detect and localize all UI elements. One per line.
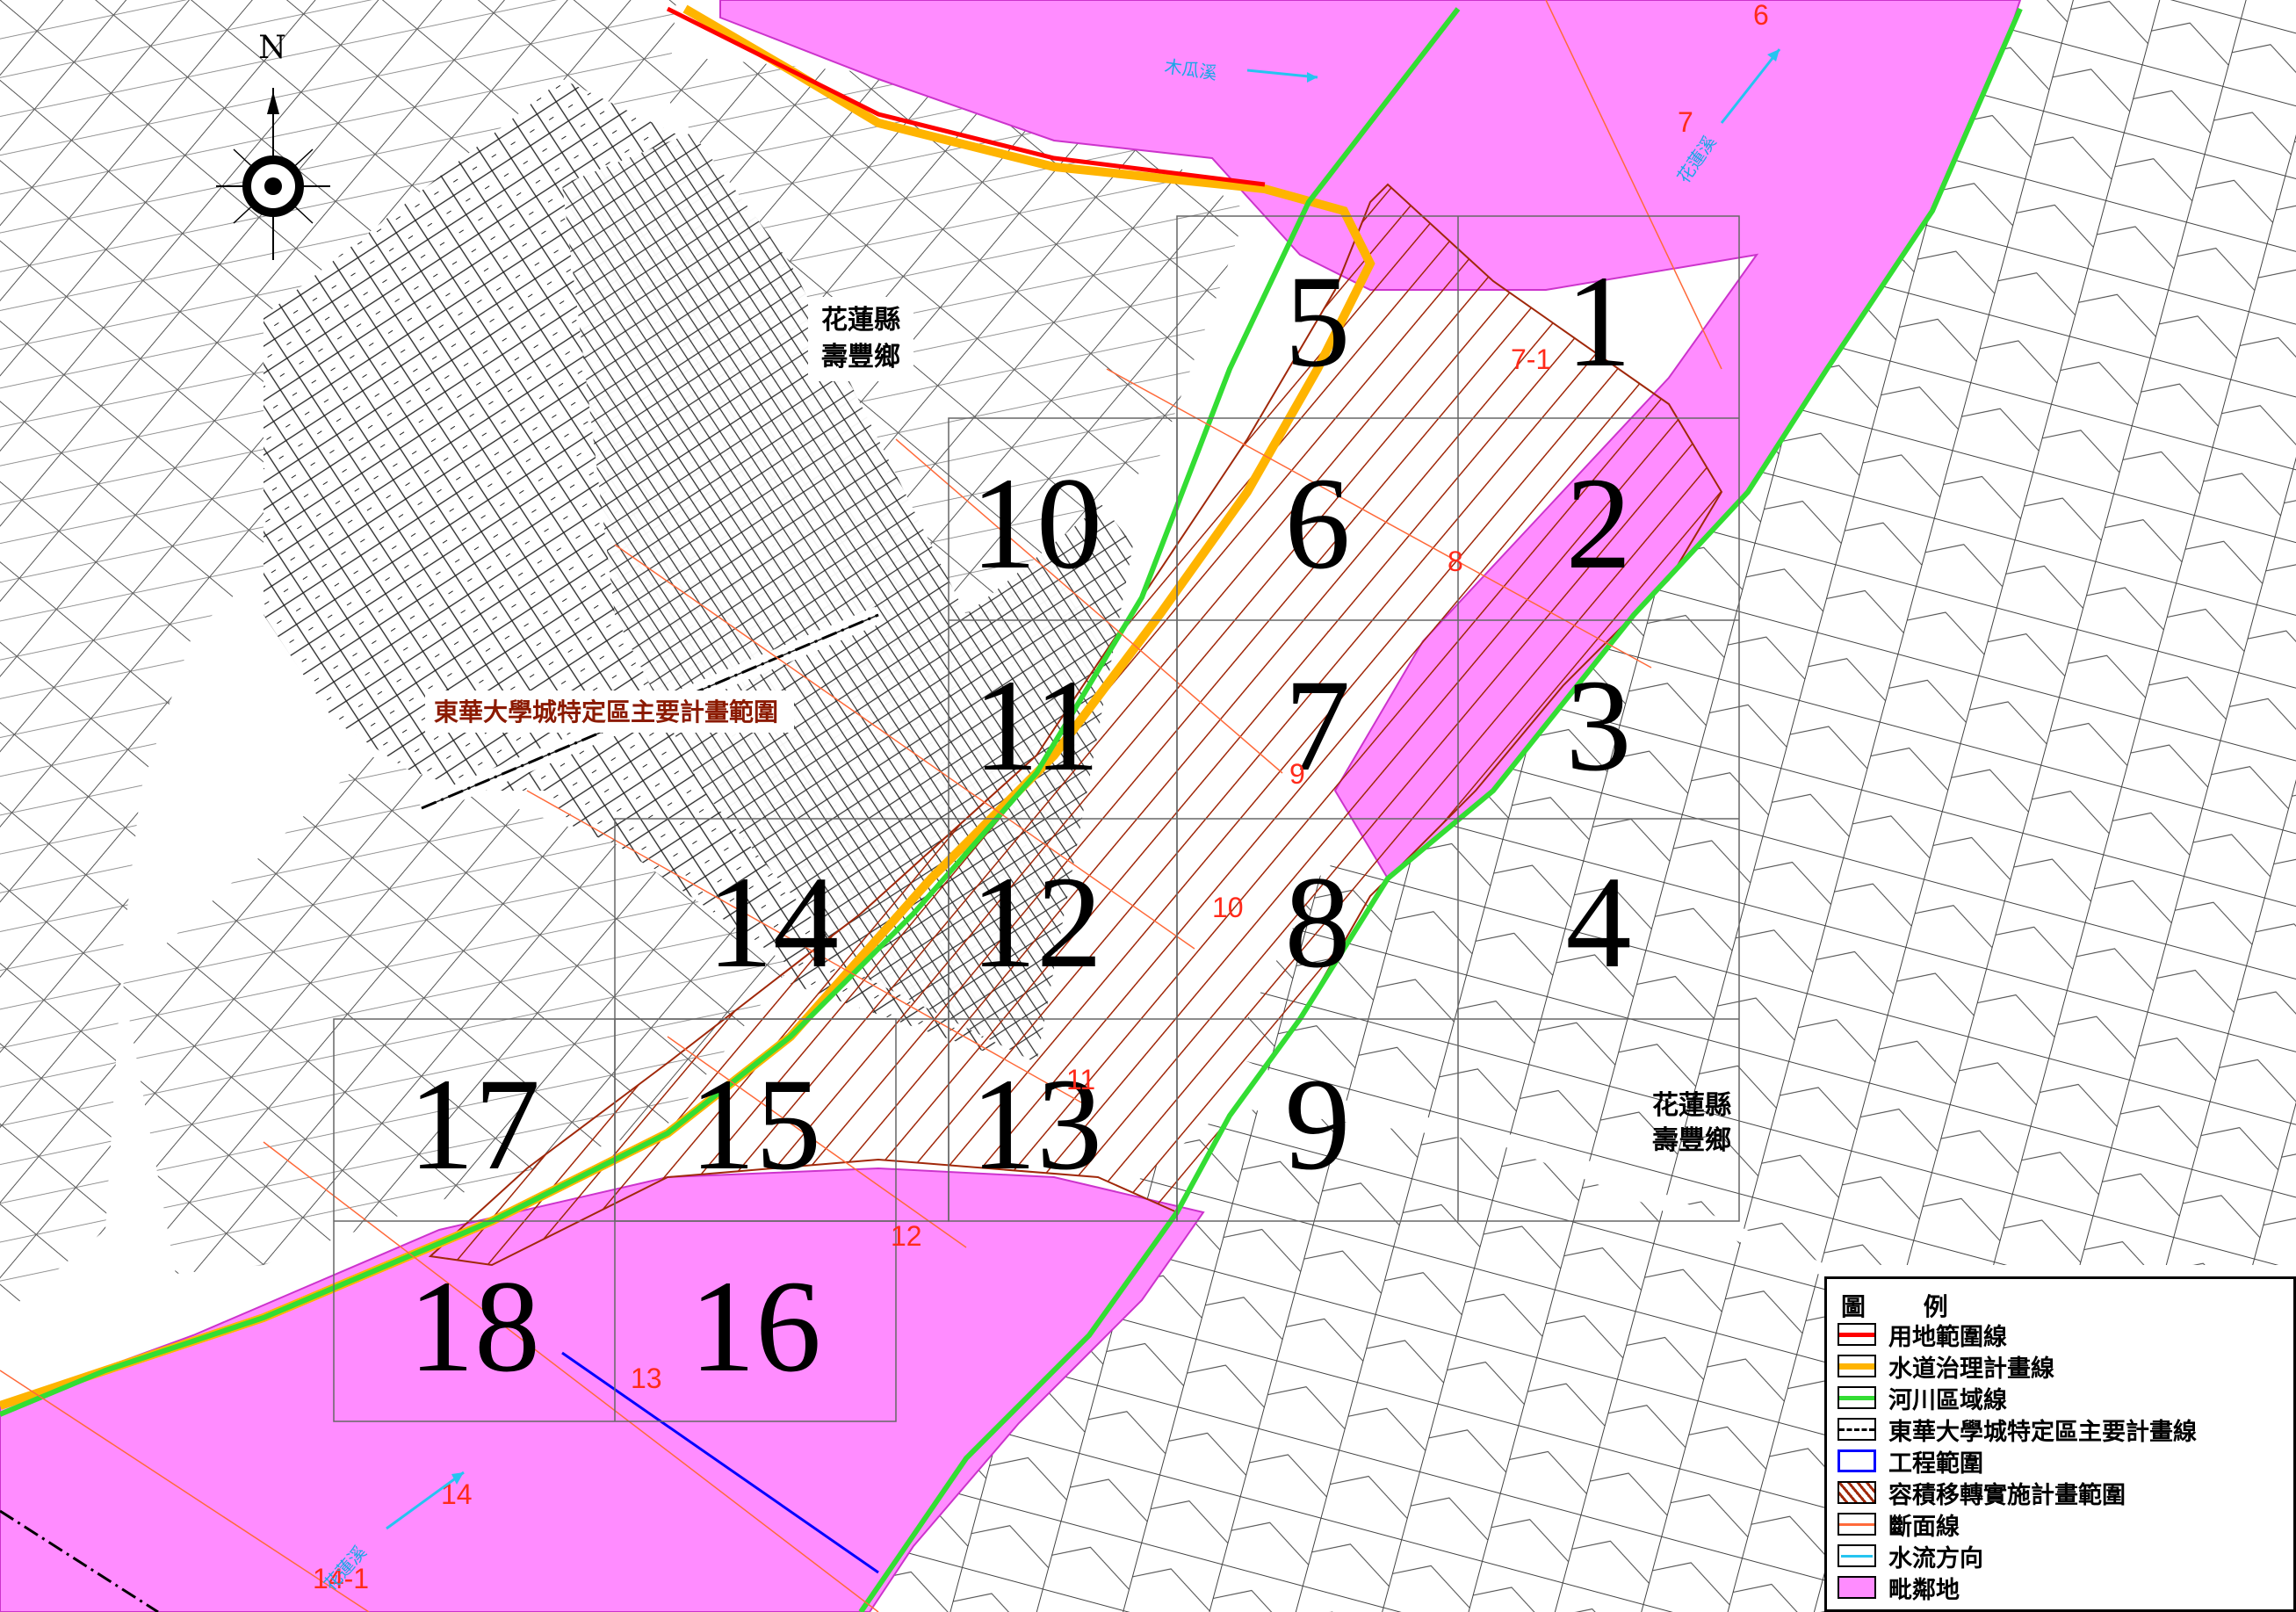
river-area-line [0, 7, 1461, 1417]
township-label-upper: 花蓮縣 壽豐鄉 [808, 297, 913, 381]
legend-label: 容積移轉實施計畫範圍 [1888, 1481, 2126, 1509]
sheet-grid [333, 215, 1740, 1422]
sheet-number: 4 [1566, 849, 1632, 995]
legend-item-section-line: 斷面線 [1838, 1509, 1960, 1541]
legend-label: 斷面線 [1888, 1513, 1960, 1541]
plan-area-text: 東華大學城特定區主要計畫範圍 [434, 698, 778, 726]
north-arrow: N [216, 30, 330, 260]
sheet-number: 11 [973, 653, 1100, 799]
north-letter: N [258, 30, 286, 66]
adjacent-land-south [0, 1167, 1205, 1612]
legend-item-tdr-area: 容積移轉實施計畫範圍 [1838, 1478, 2126, 1509]
sheet-number: 8 [1285, 849, 1351, 995]
legend-title: 圖 例 [1841, 1292, 1973, 1321]
land-boundary-line [666, 6, 1266, 187]
sheet-number: 5 [1285, 249, 1351, 394]
township-name-text: 壽豐鄉 [1652, 1125, 1731, 1156]
section-label: 11 [1066, 1064, 1095, 1095]
township-county-text: 花蓮縣 [821, 305, 900, 336]
township-name-text: 壽豐鄉 [821, 342, 900, 372]
river-area-line-east [858, 7, 2023, 1612]
sheet-number: 7 [1285, 653, 1351, 799]
sheet-number: 13 [971, 1052, 1102, 1197]
township-label-lower: 花蓮縣 壽豐鄉 [1652, 1090, 1731, 1156]
map-legend: 圖 例 用地範圍線 水道治理計畫線 河川區域線 東華大學城特定區主要計畫線 工程… [1824, 1276, 2296, 1612]
section-label: 10 [1212, 892, 1244, 923]
legend-item-adjacent-land: 毗鄰地 [1838, 1572, 1960, 1604]
section-label: 6 [1753, 0, 1769, 31]
section-line-swatch-icon [1838, 1513, 1876, 1536]
flow-arrow-swatch-icon [1838, 1544, 1876, 1567]
sheet-number: 18 [408, 1254, 540, 1399]
flow-arrow-icon [386, 1471, 465, 1530]
orange-line-swatch-icon [1838, 1355, 1876, 1377]
legend-label: 河川區域線 [1888, 1386, 2007, 1414]
legend-label: 毗鄰地 [1888, 1576, 1960, 1604]
pink-fill-swatch-icon [1838, 1576, 1876, 1599]
sheet-number: 6 [1285, 451, 1351, 596]
legend-item-flow-direction: 水流方向 [1838, 1541, 1983, 1572]
sheet-number: 15 [690, 1052, 821, 1197]
section-label: 7-1 [1511, 343, 1551, 375]
legend-label: 用地範圍線 [1888, 1323, 2007, 1351]
plan-area-label: 東華大學城特定區主要計畫範圍 [425, 690, 794, 733]
section-label: 12 [891, 1220, 922, 1252]
red-line-swatch-icon [1838, 1323, 1876, 1346]
plan-boundary-line [0, 613, 879, 1612]
legend-label: 水道治理計畫線 [1888, 1355, 2054, 1383]
section-label: 9 [1289, 758, 1305, 790]
sheet-number: 16 [690, 1254, 821, 1399]
blue-box-swatch-icon [1838, 1449, 1876, 1472]
green-line-swatch-icon [1838, 1386, 1876, 1409]
hatch-swatch-icon [1838, 1481, 1876, 1504]
legend-item-river-area: 河川區域線 [1838, 1383, 2007, 1414]
sheet-number: 12 [971, 849, 1102, 995]
sheet-number: 14 [707, 849, 839, 995]
sheet-number: 2 [1566, 451, 1632, 596]
legend-label: 工程範圍 [1888, 1449, 1983, 1478]
sheet-number: 10 [971, 451, 1102, 596]
flow-arrow-icon [1246, 69, 1318, 79]
section-label: 14-1 [313, 1563, 369, 1594]
sheet-number: 1 [1566, 249, 1632, 394]
dashdot-line-swatch-icon [1838, 1418, 1876, 1441]
legend-label: 水流方向 [1888, 1544, 1983, 1572]
section-label: 13 [631, 1363, 662, 1394]
sheet-number: 9 [1285, 1052, 1351, 1197]
section-label: 8 [1448, 546, 1463, 577]
sheet-number: 3 [1566, 653, 1632, 799]
township-county-text: 花蓮縣 [1652, 1090, 1731, 1121]
section-label: 7 [1678, 106, 1693, 138]
sheet-number: 17 [408, 1052, 540, 1197]
legend-item-land-boundary: 用地範圍線 [1838, 1319, 2007, 1351]
sheet-numbers: 1 2 3 4 5 6 7 8 9 10 11 12 13 14 15 16 1… [408, 249, 1632, 1399]
legend-item-plan-boundary: 東華大學城特定區主要計畫線 [1838, 1414, 2197, 1446]
legend-item-governance-line: 水道治理計畫線 [1838, 1351, 2054, 1383]
legend-label: 東華大學城特定區主要計畫線 [1888, 1418, 2197, 1446]
legend-item-work-range: 工程範圍 [1838, 1446, 1983, 1478]
flow-arrow-icon [1720, 48, 1781, 124]
